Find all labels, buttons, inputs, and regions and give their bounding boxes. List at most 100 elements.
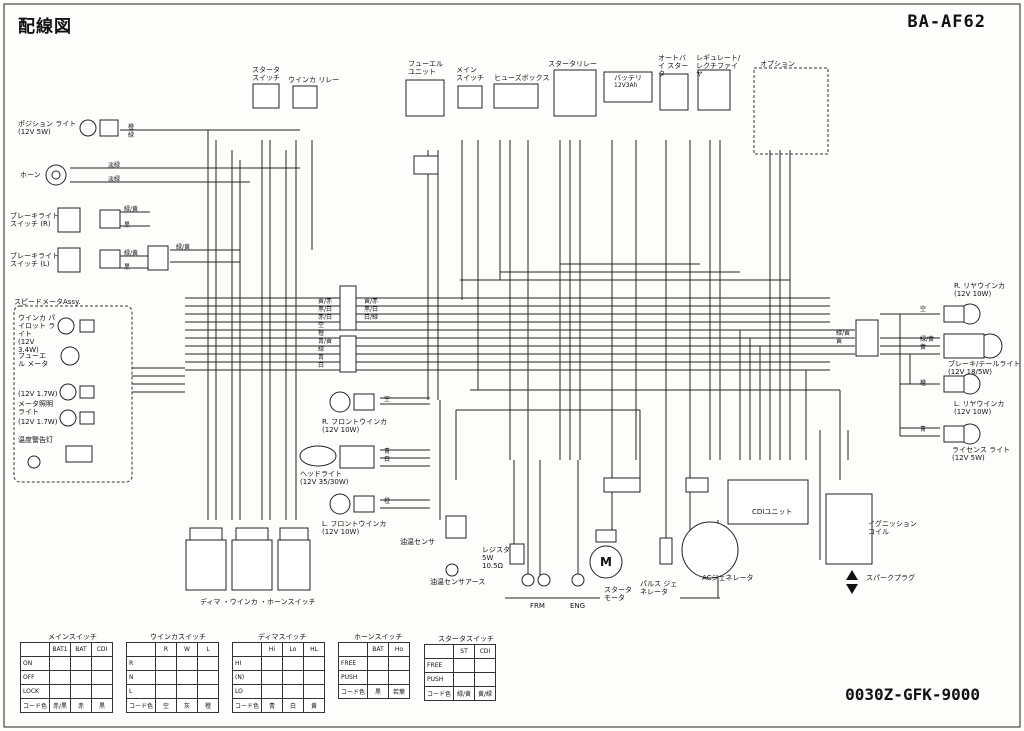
table-cell: LO — [231, 684, 263, 699]
lower-switch-harness — [380, 389, 841, 520]
regulator-label: レギュレート/ レクチファイヤ — [696, 54, 741, 78]
table-cell: CDI — [91, 642, 114, 657]
main-switch-label: メイン スイッチ — [456, 66, 484, 82]
position-light-bulb — [79, 119, 97, 137]
headlight-label: ヘッドライト(12V 35/30W) — [300, 470, 349, 486]
table-cell: 赤/黒 — [49, 698, 72, 713]
wire-tag: 赤/白 — [318, 314, 333, 321]
starter-switch-label: スタータ スイッチ — [252, 66, 280, 82]
table-cell — [176, 684, 199, 699]
table-title: メインスイッチ — [48, 633, 97, 641]
table-cell: 灰 — [176, 698, 199, 713]
starter-motor-label: スタータ モータ — [604, 586, 632, 602]
table-title: ホーンスイッチ — [354, 633, 403, 641]
table-cell — [197, 684, 220, 699]
wire-tag: 緑/黄 — [124, 206, 139, 213]
table-cell — [176, 670, 199, 685]
table-cell: コード色 — [423, 686, 455, 701]
page-title: 配線図 — [18, 17, 72, 37]
main-harness-horizontal — [185, 297, 855, 371]
battery-spec: 12V3Ah — [614, 82, 638, 89]
battery-label: バッテリ — [614, 74, 642, 82]
wire-tag: 緑/黄 — [836, 330, 851, 337]
table-cell — [303, 670, 326, 685]
table-cell — [231, 642, 263, 657]
table-cell: 緑/黄 — [453, 686, 476, 701]
regulator-box — [697, 69, 731, 111]
table-cell: 黒 — [367, 684, 390, 699]
winker-relay-box — [292, 85, 318, 109]
brake-switch-l-label: ブレーキライト スイッチ (L) — [10, 252, 59, 268]
table-cell: コード色 — [337, 684, 369, 699]
table-title: スタータスイッチ — [438, 635, 494, 643]
brake-switch-l-box — [57, 247, 81, 273]
eng-label: ENG — [570, 602, 586, 610]
table-cell — [337, 642, 369, 657]
left-components — [45, 119, 169, 273]
vertical-drops — [207, 130, 849, 560]
table-cell — [303, 656, 326, 671]
oil-temp-sensor-body — [445, 515, 467, 539]
starter-switch-box — [252, 83, 280, 109]
table-cell — [423, 644, 455, 659]
table-cell — [388, 656, 411, 671]
document-code: 0030Z-GFK-9000 — [845, 685, 980, 704]
fuse-box-label: ヒューズボックス — [494, 74, 550, 82]
table-cell: BAT — [70, 642, 93, 657]
battery-box — [603, 71, 653, 103]
temp-warning-label: 温度警告灯 — [18, 436, 53, 444]
table-cell — [176, 656, 199, 671]
table-cell: LOCK — [19, 684, 51, 699]
speedometer-label: スピードメータAssy. — [14, 298, 81, 306]
table-cell — [367, 670, 390, 685]
winker-pilot-label: ウインカ パイロット ライト(12V 3.4W) — [18, 314, 56, 354]
table-cell — [49, 684, 72, 699]
lower-center-components — [445, 477, 873, 594]
table-cell — [19, 642, 51, 657]
table-cell — [91, 684, 114, 699]
table-cell — [453, 672, 476, 687]
option-dashed-box — [753, 67, 829, 155]
table-cell — [282, 670, 305, 685]
table-cell: Hi — [261, 642, 284, 657]
front-lights — [299, 391, 375, 515]
rear-harness — [880, 313, 940, 437]
table-cell: 黄/緑 — [474, 686, 497, 701]
wire-tag: 緑 — [128, 132, 135, 139]
table-cell — [367, 656, 390, 671]
upper-harness — [70, 129, 790, 281]
table-cell — [49, 670, 72, 685]
table-cell: CDI — [474, 644, 497, 659]
table-cell: 青 — [261, 698, 284, 713]
wire-tag: 黄/赤 — [364, 298, 379, 305]
main-switch-box — [457, 85, 483, 109]
wire-tag: 空 — [318, 322, 325, 329]
table-cell — [453, 658, 476, 673]
wire-tag: 黒 — [124, 222, 131, 229]
wire-tag: 黄 — [836, 338, 843, 345]
wire-tag: 黒 — [124, 264, 131, 271]
table-cell: 空 — [155, 698, 178, 713]
table-cell — [155, 656, 178, 671]
table-cell: R — [125, 656, 157, 671]
table-cell — [91, 670, 114, 685]
table-cell — [70, 684, 93, 699]
fuel-unit-label: フューエル ユニット — [408, 60, 443, 76]
table-cell: OFF — [19, 670, 51, 685]
fuel-unit-box — [405, 79, 445, 117]
table-cell: 赤 — [70, 698, 93, 713]
wire-tag: 黒/白 — [318, 306, 333, 313]
wire-tag: 黄 — [920, 344, 927, 351]
top-component-boxes — [252, 67, 829, 175]
pulse-generator-box — [659, 537, 673, 565]
wire-tag: 橙 — [920, 380, 927, 387]
table-cell: 白 — [282, 698, 305, 713]
auto-bystarter-box — [659, 73, 689, 111]
table-cell — [49, 656, 72, 671]
frm-label: FRM — [530, 602, 545, 610]
table-cell: コード色 — [125, 698, 157, 713]
